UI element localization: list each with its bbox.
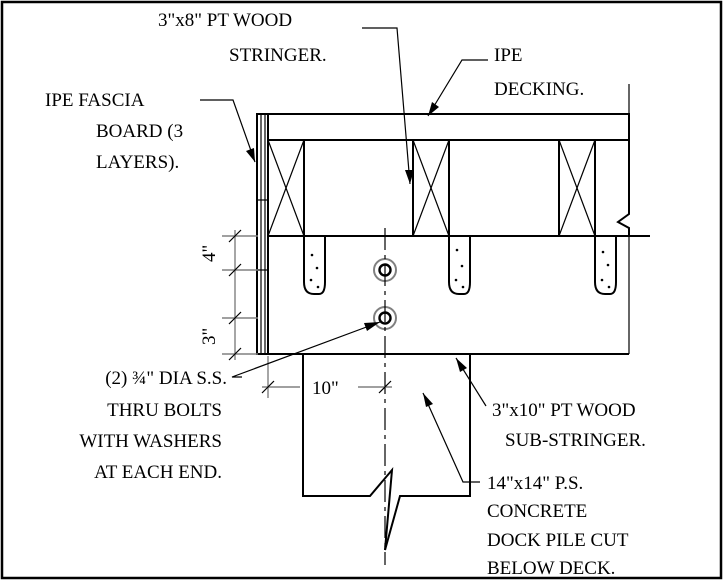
dim-4-inch: 4": [199, 245, 220, 262]
sub-stringer-label: 3"x10" PT WOOD SUB-STRINGER.: [492, 400, 646, 451]
stringer-label: 3"x8" PT WOOD STRINGER.: [158, 10, 327, 66]
pile-label-line-2: CONCRETE: [487, 501, 587, 522]
fascia-label-line-1: IPE FASCIA: [45, 90, 145, 111]
leader-lines: [200, 27, 488, 483]
pile-label-line-1: 14"x14" P.S.: [487, 473, 583, 494]
stringer-label-line-1: 3"x8" PT WOOD: [158, 10, 292, 31]
horizontal-dimension: [261, 356, 392, 398]
stringer-label-line-2: STRINGER.: [229, 45, 327, 66]
stringer-x-blocks: [267, 139, 596, 237]
decking-label-line-2: DECKING.: [494, 79, 584, 100]
sub-stringer-label-line-2: SUB-STRINGER.: [505, 430, 646, 451]
ipe-fascia-boards: [256, 113, 269, 355]
decking-label: IPE DECKING.: [494, 45, 584, 100]
pile-label-line-4: BELOW DECK.: [487, 558, 615, 579]
pile-label-line-3: DOCK PILE CUT: [487, 530, 629, 551]
bolts-label-line-4: AT EACH END.: [94, 462, 222, 483]
decking-label-line-1: IPE: [494, 45, 523, 66]
bolts-label-line-2: THRU BOLTS: [107, 400, 222, 421]
sub-stringer-outline: [268, 236, 630, 355]
bolts-label: (2) ¾" DIA S.S. THRU BOLTS WITH WASHERS …: [79, 368, 227, 483]
stringer-outline: [268, 84, 650, 237]
dim-3-inch: 3": [199, 328, 220, 345]
bolts-label-line-3: WITH WASHERS: [79, 431, 222, 452]
pile-label: 14"x14" P.S. CONCRETE DOCK PILE CUT BELO…: [487, 473, 629, 579]
fascia-label-line-3: LAYERS).: [96, 152, 179, 173]
bolts-label-line-1: (2) ¾" DIA S.S.: [105, 368, 227, 389]
concrete-pile: [302, 354, 471, 551]
fascia-label: IPE FASCIA BOARD (3 LAYERS).: [45, 90, 183, 173]
vertical-dimensions: [222, 229, 258, 361]
sub-stringer-label-line-1: 3"x10" PT WOOD: [492, 400, 636, 421]
ipe-decking: [267, 113, 630, 141]
dimension-text: 4" 3" 10": [199, 245, 339, 399]
concrete-ribs: [303, 236, 617, 295]
fascia-label-line-2: BOARD (3: [96, 121, 183, 142]
dim-10-inch: 10": [312, 378, 339, 399]
